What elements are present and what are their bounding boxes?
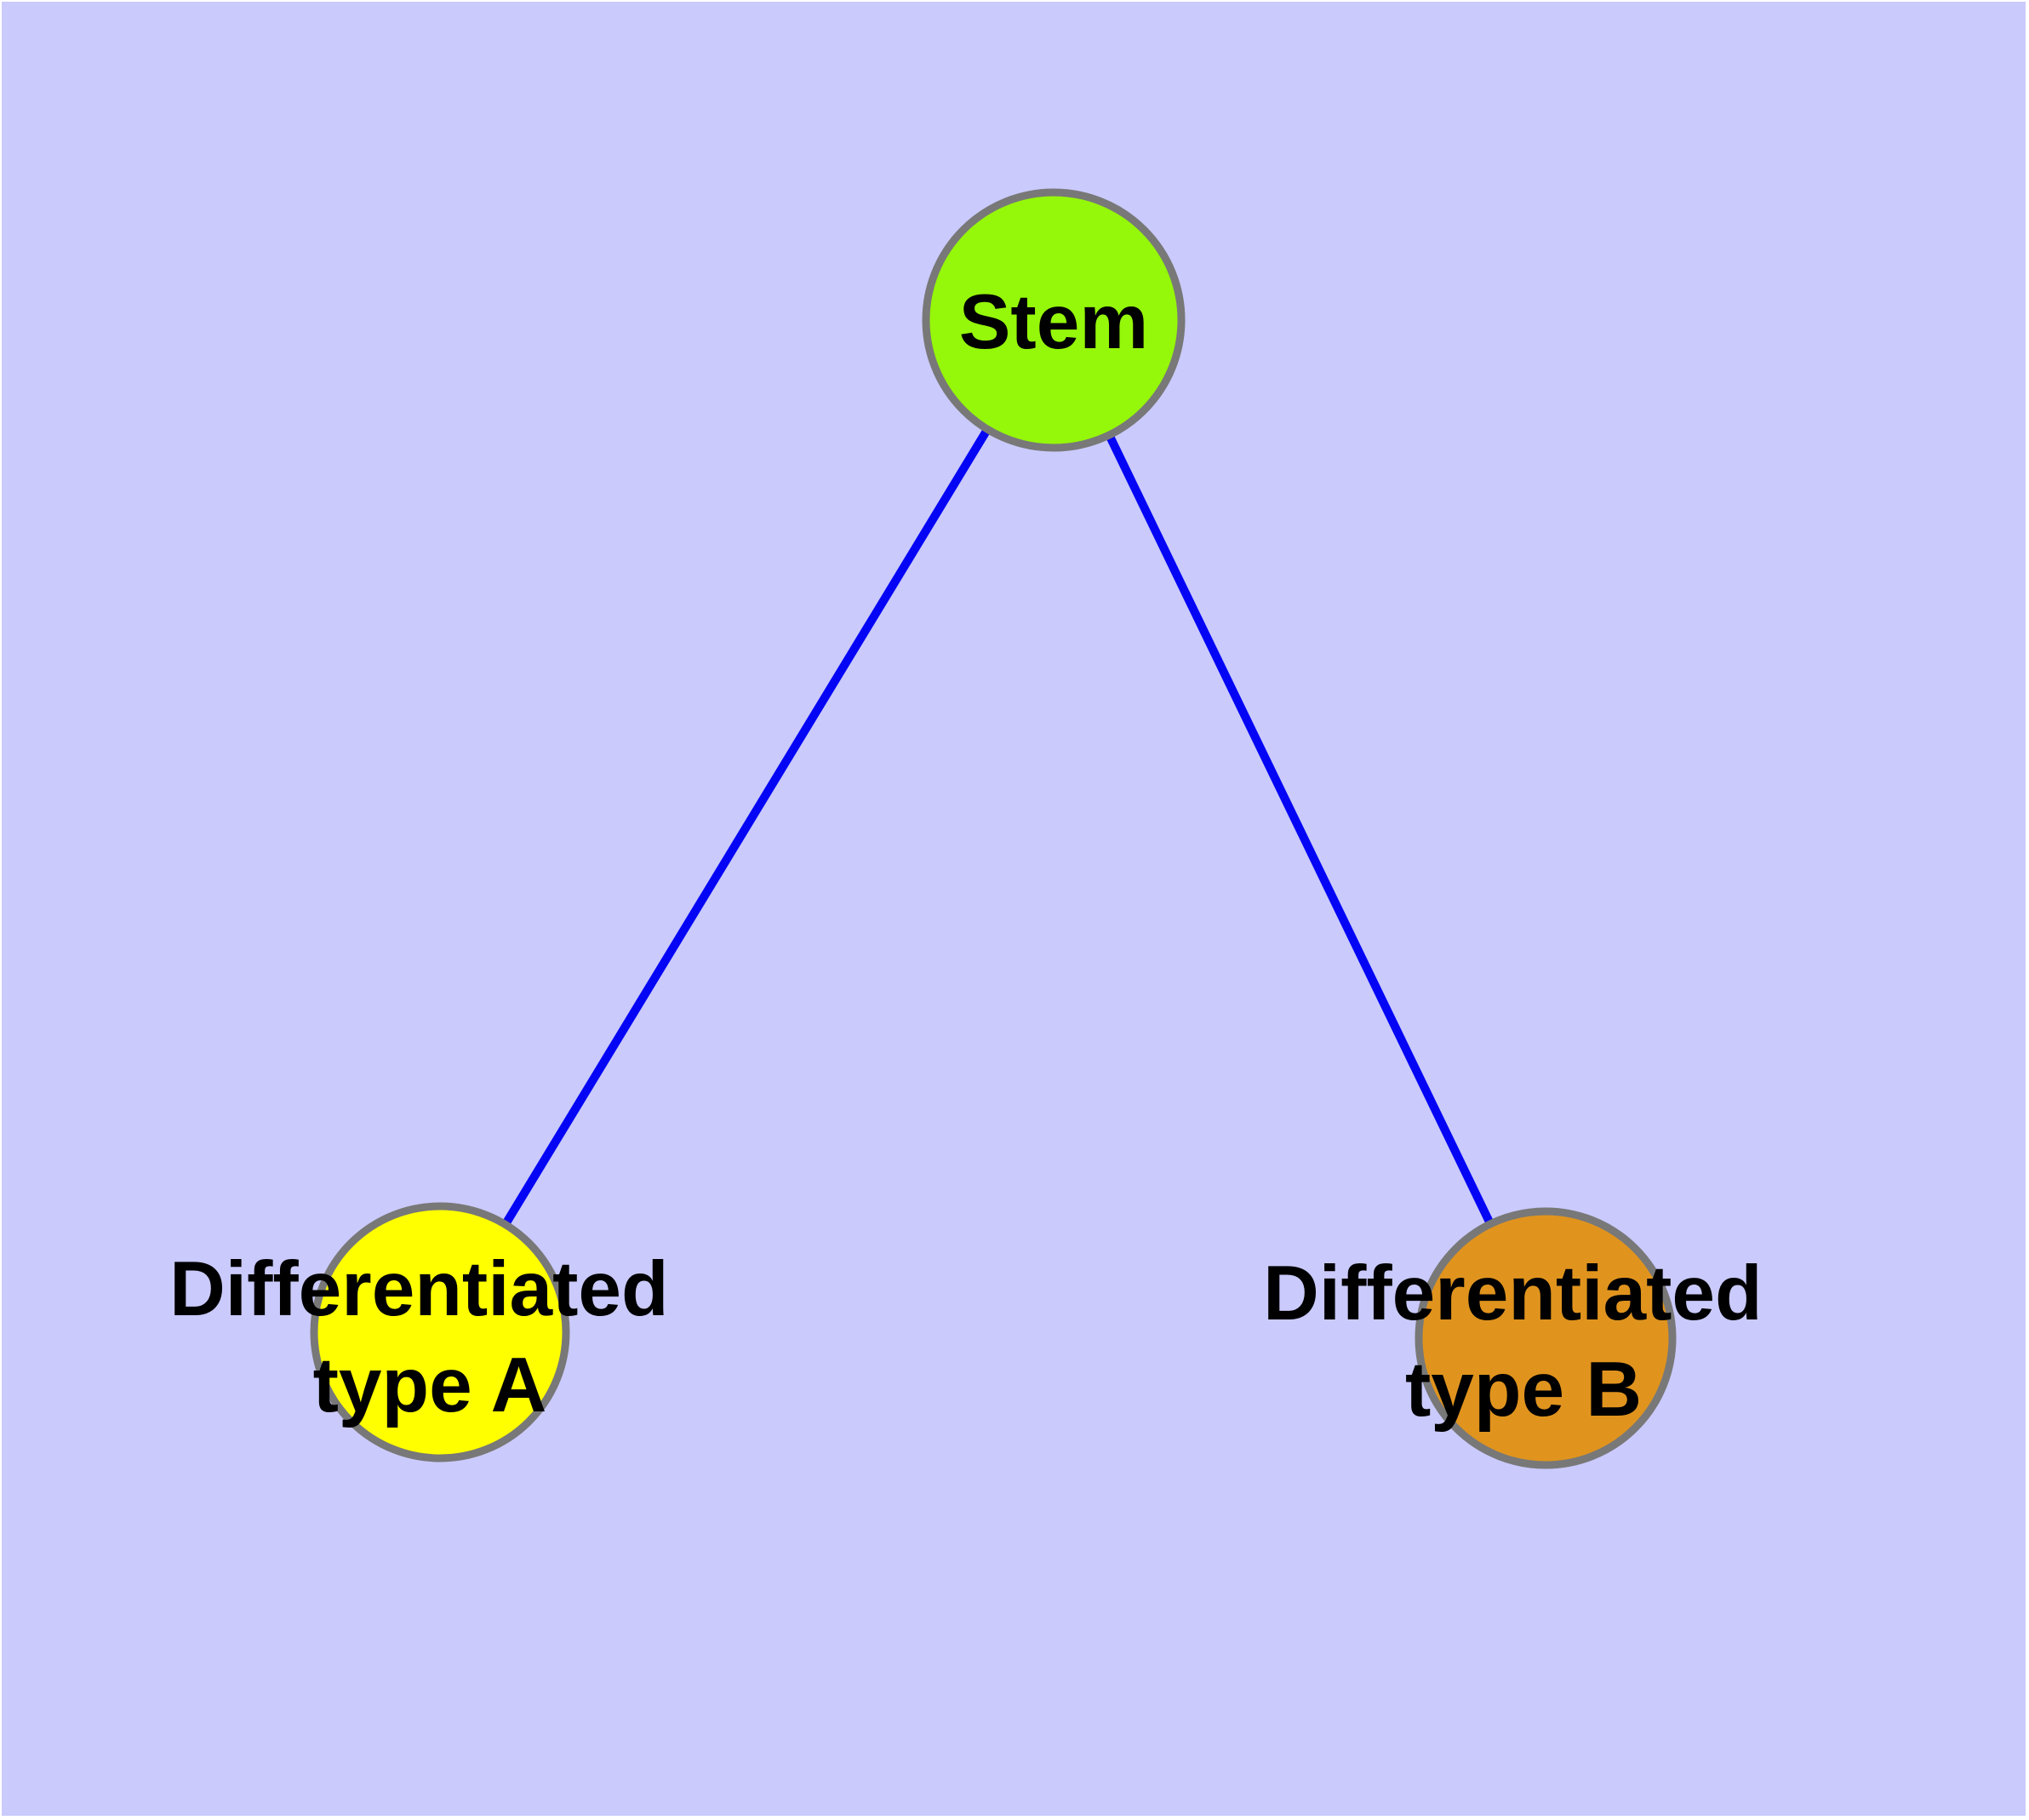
node-type-a: [310, 1202, 570, 1462]
edge-stem-to-type-a: [436, 318, 1058, 1335]
node-stem-label: Stem: [959, 279, 1149, 365]
node-type-b: [1415, 1207, 1677, 1469]
node-type-b-label-line1: Differentiated: [1263, 1251, 1763, 1336]
node-type-b-label: Differentiated type B: [1263, 1251, 1784, 1433]
edge-stem-to-type-b: [1049, 318, 1550, 1341]
node-type-a-label-line2: type A: [313, 1342, 547, 1428]
node-type-a-label-line1: Differentiated: [169, 1246, 669, 1332]
node-stem: [922, 188, 1186, 452]
node-type-a-label: Differentiated type A: [169, 1246, 690, 1428]
node-type-b-label-line2: type B: [1405, 1347, 1642, 1433]
